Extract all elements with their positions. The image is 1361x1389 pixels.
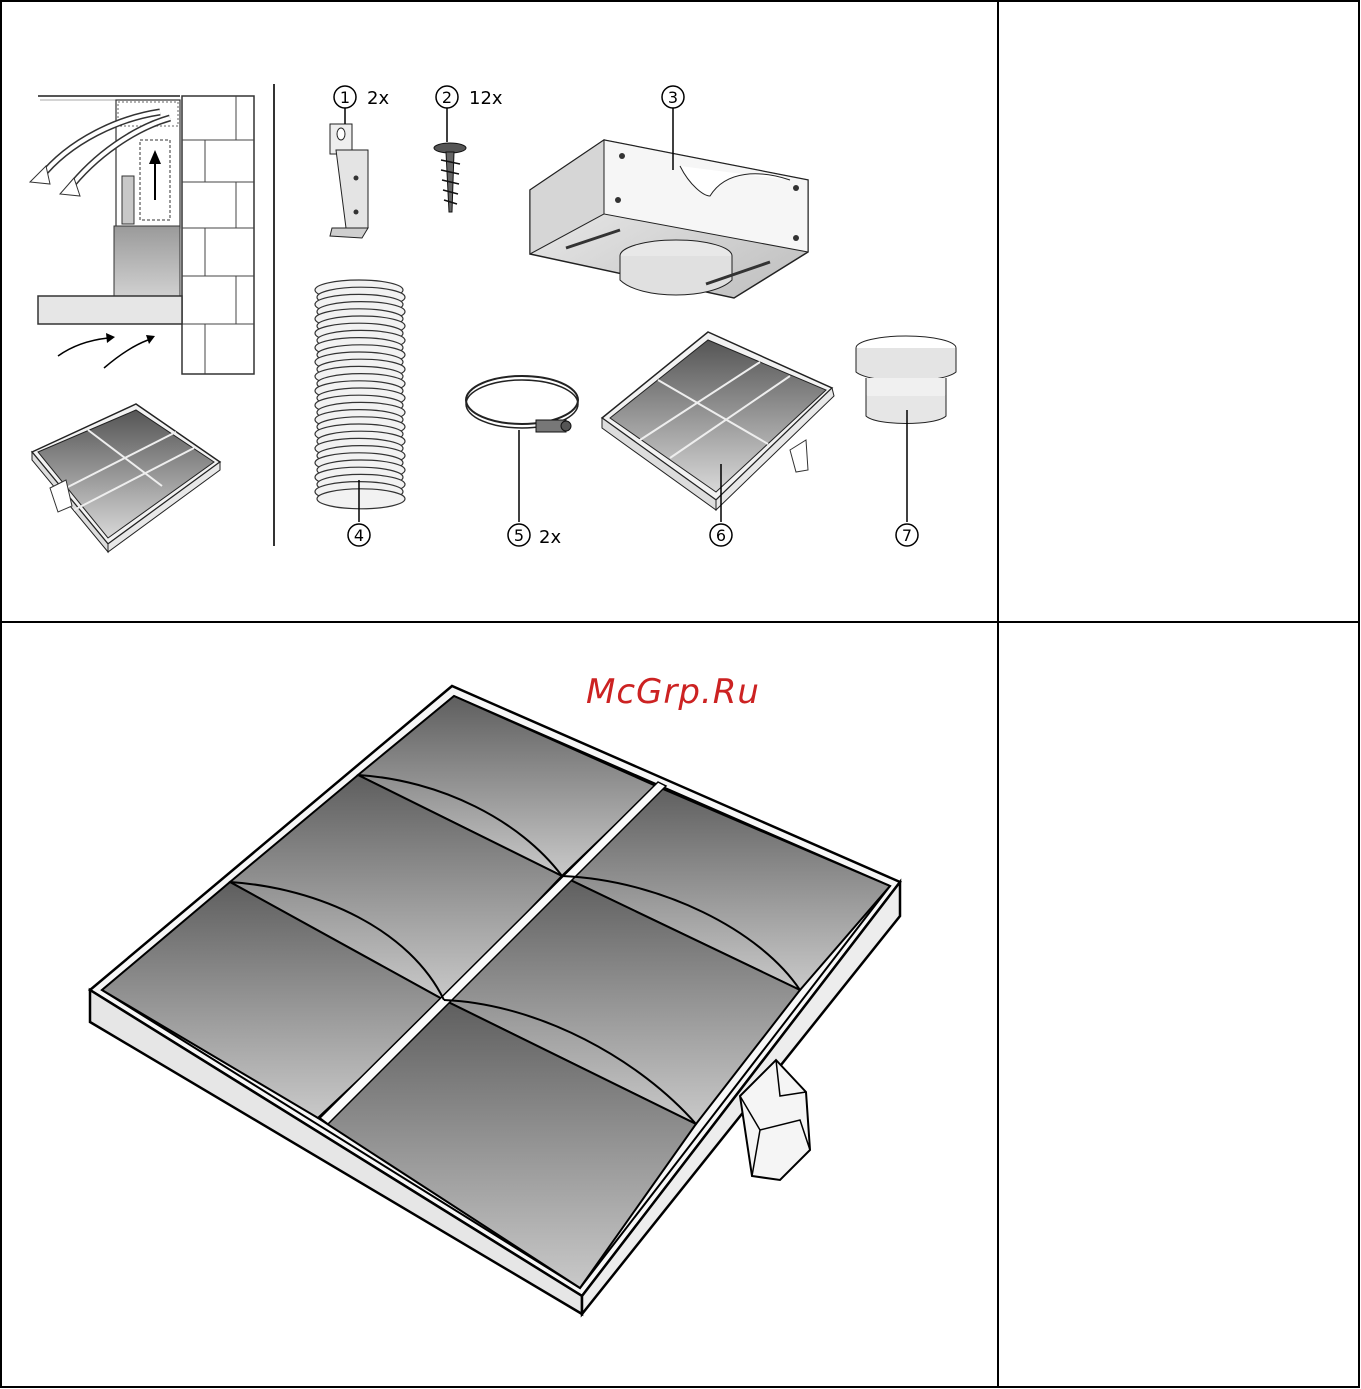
- watermark-text: McGrp.Ru: [586, 672, 760, 712]
